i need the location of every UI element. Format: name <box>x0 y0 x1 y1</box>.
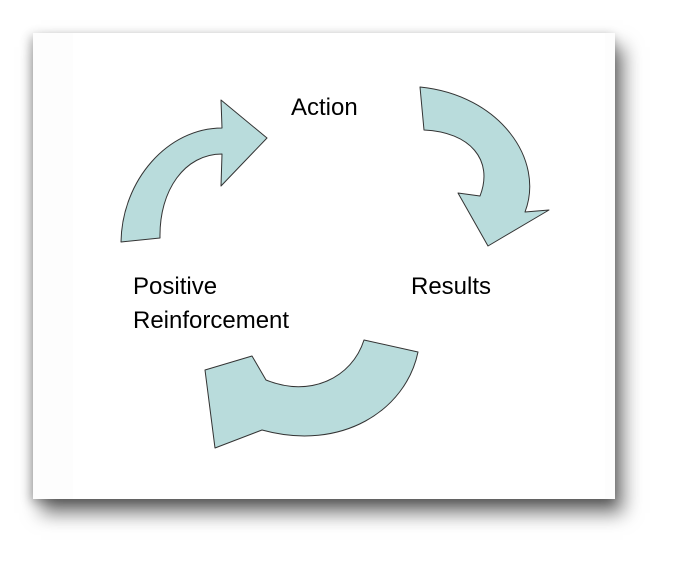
diagram-card <box>33 33 615 499</box>
node-results-label: Results <box>411 273 492 300</box>
node-positive-reinforcement-line-1: Positive <box>133 273 218 300</box>
arrow-reinforcement-to-action <box>120 99 268 243</box>
node-action-label: Action <box>291 94 358 121</box>
arrow-results-to-reinforcement <box>204 339 419 449</box>
node-positive-reinforcement-label: Positive Reinforcement <box>133 270 289 338</box>
node-positive-reinforcement-line-2: Reinforcement <box>133 307 290 334</box>
arrow-action-to-results <box>419 86 550 247</box>
